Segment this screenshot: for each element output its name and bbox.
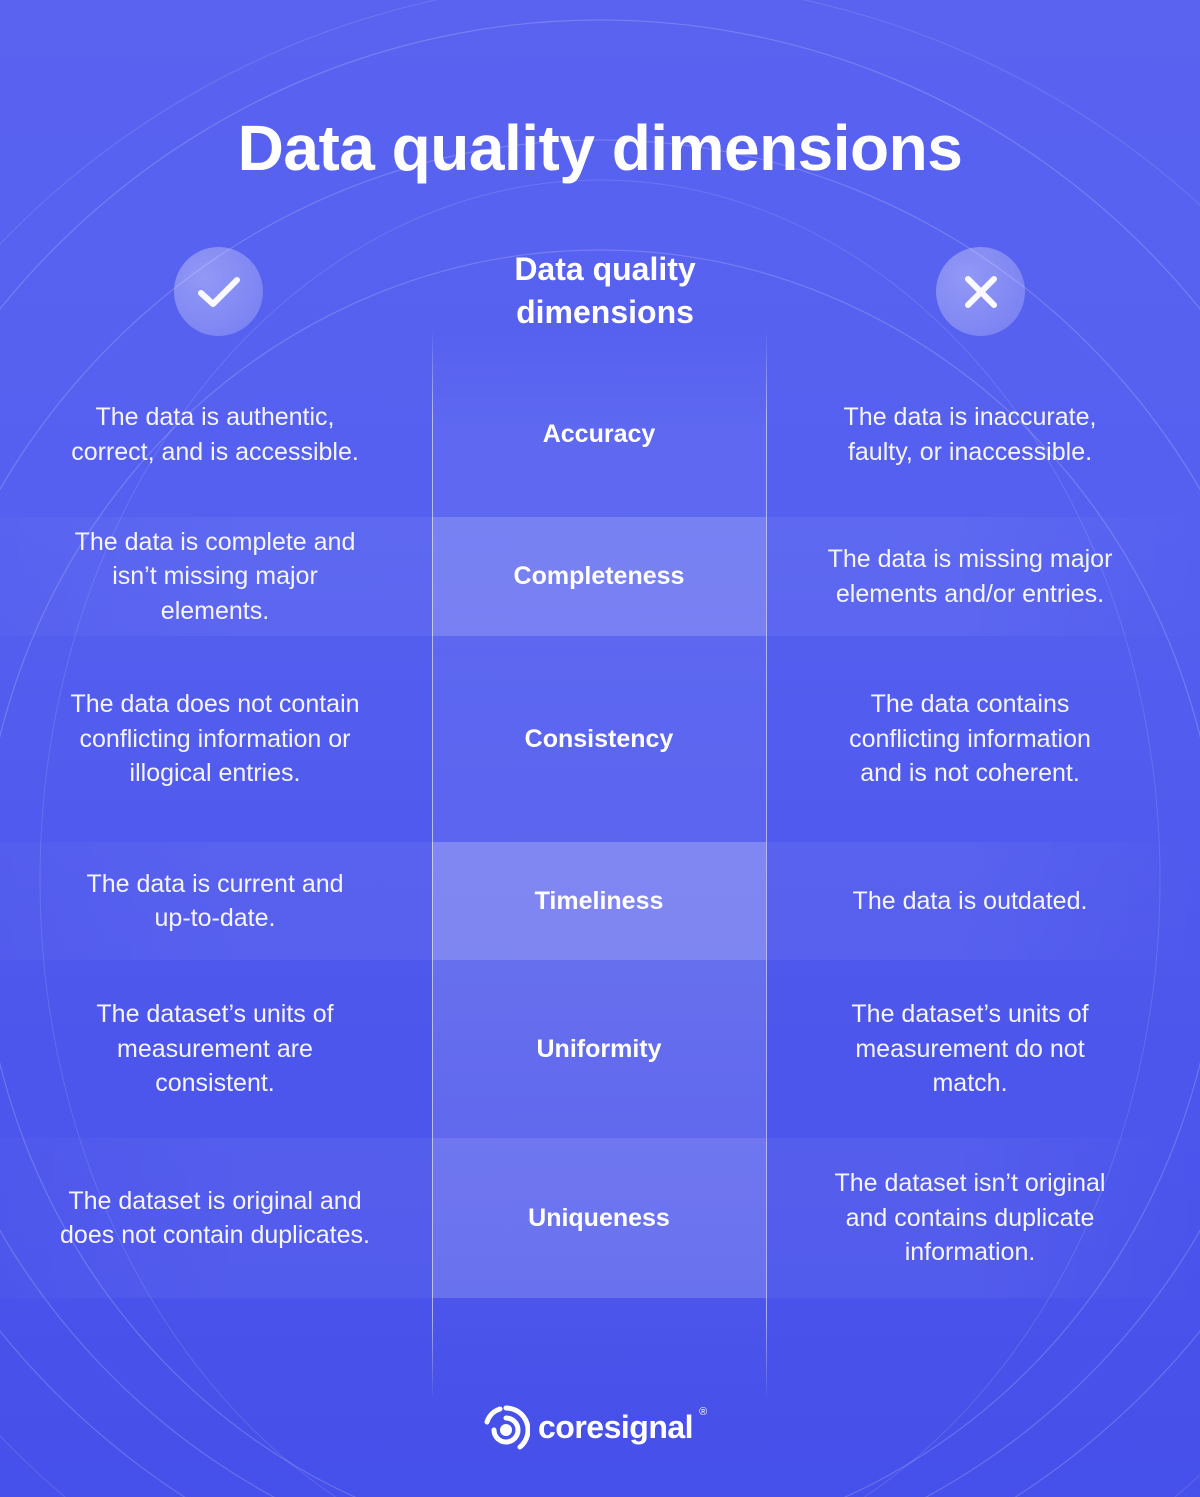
good-cell: The data is complete and isn’t missing m… xyxy=(74,527,356,625)
good-column-header xyxy=(174,247,263,336)
brand-logo: coresignal ® xyxy=(484,1404,707,1450)
center-column-bg xyxy=(432,330,766,1400)
column-divider-right xyxy=(766,330,767,1400)
bad-cell: The data contains conflicting informatio… xyxy=(849,690,1091,788)
dimension-label: Uniformity xyxy=(536,1034,662,1063)
dimension-cell: Consistency xyxy=(432,636,766,842)
bad-cell: The data is inaccurate, faulty, or inacc… xyxy=(843,403,1097,466)
dimension-label: Timeliness xyxy=(534,886,664,915)
table-row: The data is current and up-to-date. Time… xyxy=(0,842,1200,960)
good-cell: The dataset is original and does not con… xyxy=(60,1186,370,1250)
x-icon xyxy=(964,275,997,308)
bad-column-header xyxy=(936,247,1025,336)
table-row: The data does not contain conflicting in… xyxy=(0,636,1200,842)
table-row: The data is authentic, correct, and is a… xyxy=(0,352,1200,517)
dimension-label: Accuracy xyxy=(542,420,656,448)
coresignal-logo-icon xyxy=(484,1405,530,1450)
registered-mark: ® xyxy=(699,1406,708,1418)
dimension-label: Completeness xyxy=(513,562,685,590)
dimension-cell: Timeliness xyxy=(432,842,766,960)
table-row: The data is complete and isn’t missing m… xyxy=(0,517,1200,636)
bad-cell: The dataset’s units of measurement do no… xyxy=(851,1000,1089,1098)
column-divider-left xyxy=(432,330,433,1400)
dimension-column-header: Data quality dimensions xyxy=(514,251,696,330)
bad-cell: The data is missing major elements and/o… xyxy=(827,545,1113,608)
good-cell: The data does not contain conflicting in… xyxy=(70,690,360,788)
good-cell: The data is authentic, correct, and is a… xyxy=(71,403,359,466)
check-icon xyxy=(197,276,240,307)
brand-name: coresignal xyxy=(538,1408,694,1445)
dimension-cell: Completeness xyxy=(432,517,766,636)
page-title: Data quality dimensions xyxy=(237,112,963,184)
good-cell: The data is current and up-to-date. xyxy=(86,869,344,933)
dimension-label: Uniqueness xyxy=(528,1203,670,1232)
table-row: The dataset is original and does not con… xyxy=(0,1138,1200,1298)
dimension-cell: Uniformity xyxy=(432,960,766,1138)
bad-cell: The dataset isn’t original and contains … xyxy=(834,1169,1106,1267)
dimension-cell: Uniqueness xyxy=(432,1138,766,1298)
table-row: The dataset’s units of measurement are c… xyxy=(0,960,1200,1138)
dimension-cell: Accuracy xyxy=(432,352,766,517)
bad-cell: The data is outdated. xyxy=(852,886,1088,915)
dimension-label: Consistency xyxy=(524,724,674,753)
good-cell: The dataset’s units of measurement are c… xyxy=(96,1000,334,1098)
